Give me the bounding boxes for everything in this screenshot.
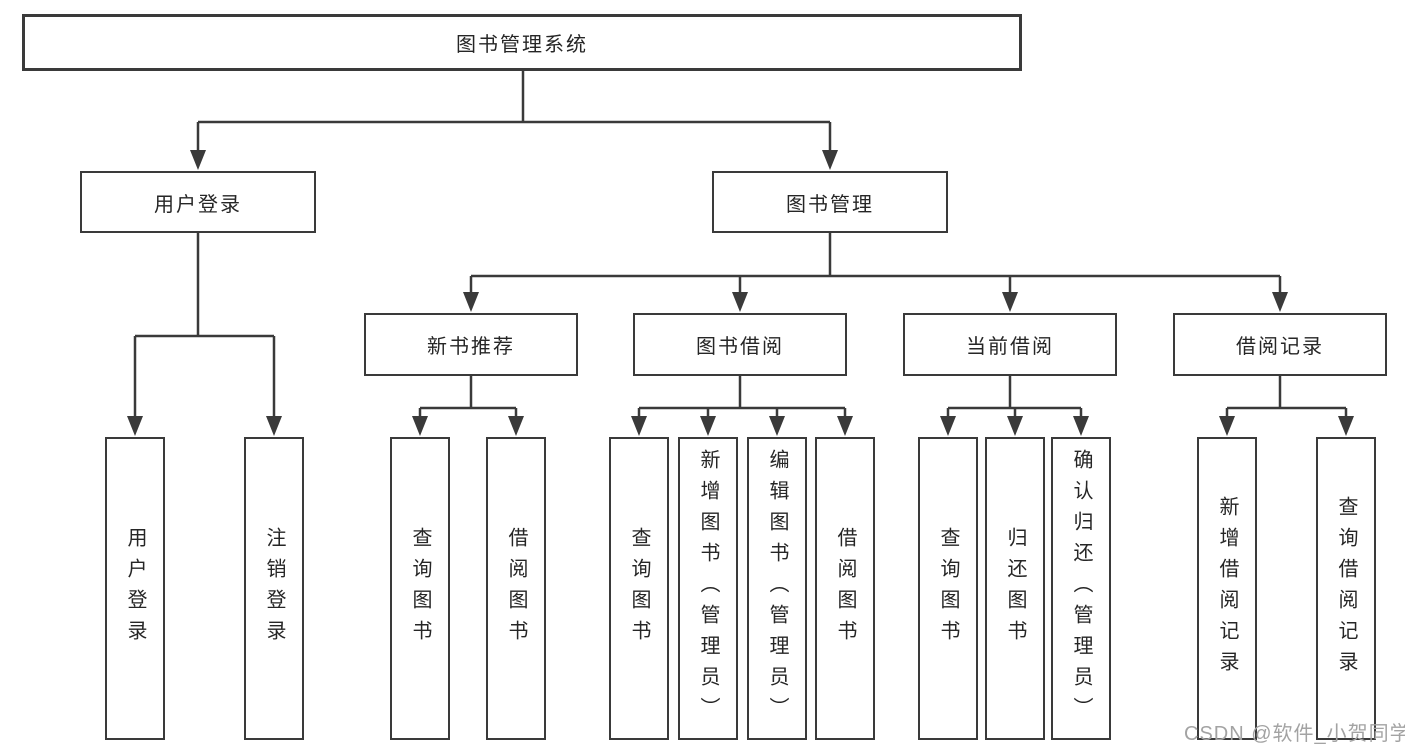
node-book-borrow: 图书借阅 xyxy=(633,313,847,376)
node-book-borrow-label: 图书借阅 xyxy=(696,336,784,358)
node-current-borrow-label: 当前借阅 xyxy=(966,336,1054,358)
csdn-watermark: CSDN @软件_小贺同学 xyxy=(1184,723,1405,745)
node-borrow-records: 借阅记录 xyxy=(1173,313,1387,376)
leaf-add-books-admin: 新增图书（管理员） xyxy=(678,437,738,740)
leaf-add-books-admin-label: 新增图书（管理员） xyxy=(697,449,719,728)
leaf-logout-label: 注销登录 xyxy=(263,526,285,651)
leaf-query-books-borrow: 查询图书 xyxy=(609,437,669,740)
leaf-return-books-label: 归还图书 xyxy=(1004,526,1026,651)
node-new-book-recommend-label: 新书推荐 xyxy=(427,336,515,358)
node-root-label: 图书管理系统 xyxy=(456,34,588,56)
leaf-borrow-books-label: 借阅图书 xyxy=(834,526,856,651)
node-new-book-recommend: 新书推荐 xyxy=(364,313,578,376)
leaf-query-books-recommend-label: 查询图书 xyxy=(409,526,431,651)
node-user-login-label: 用户登录 xyxy=(154,193,242,216)
leaf-add-borrow-record-label: 新增借阅记录 xyxy=(1216,495,1238,682)
leaf-query-borrow-record: 查询借阅记录 xyxy=(1316,437,1376,740)
leaf-query-books-borrow-label: 查询图书 xyxy=(628,526,650,651)
leaf-edit-books-admin-label: 编辑图书（管理员） xyxy=(766,449,788,728)
leaf-user-login: 用户登录 xyxy=(105,437,165,740)
leaf-borrow-books-recommend: 借阅图书 xyxy=(486,437,546,740)
node-user-login: 用户登录 xyxy=(80,171,316,233)
node-book-management: 图书管理 xyxy=(712,171,948,233)
leaf-query-borrow-record-label: 查询借阅记录 xyxy=(1335,495,1357,682)
leaf-logout: 注销登录 xyxy=(244,437,304,740)
leaf-user-login-label: 用户登录 xyxy=(124,526,146,651)
node-root: 图书管理系统 xyxy=(22,14,1022,71)
leaf-confirm-return-admin-label: 确认归还（管理员） xyxy=(1070,449,1092,728)
node-book-management-label: 图书管理 xyxy=(786,193,874,216)
leaf-confirm-return-admin: 确认归还（管理员） xyxy=(1051,437,1111,740)
leaf-add-borrow-record: 新增借阅记录 xyxy=(1197,437,1257,740)
leaf-query-books-current-label: 查询图书 xyxy=(937,526,959,651)
arrowheads xyxy=(127,150,1354,436)
node-current-borrow: 当前借阅 xyxy=(903,313,1117,376)
leaf-query-books-recommend: 查询图书 xyxy=(390,437,450,740)
leaf-return-books: 归还图书 xyxy=(985,437,1045,740)
leaf-borrow-books: 借阅图书 xyxy=(815,437,875,740)
leaf-edit-books-admin: 编辑图书（管理员） xyxy=(747,437,807,740)
leaf-borrow-books-recommend-label: 借阅图书 xyxy=(505,526,527,651)
node-borrow-records-label: 借阅记录 xyxy=(1236,336,1324,358)
leaf-query-books-current: 查询图书 xyxy=(918,437,978,740)
